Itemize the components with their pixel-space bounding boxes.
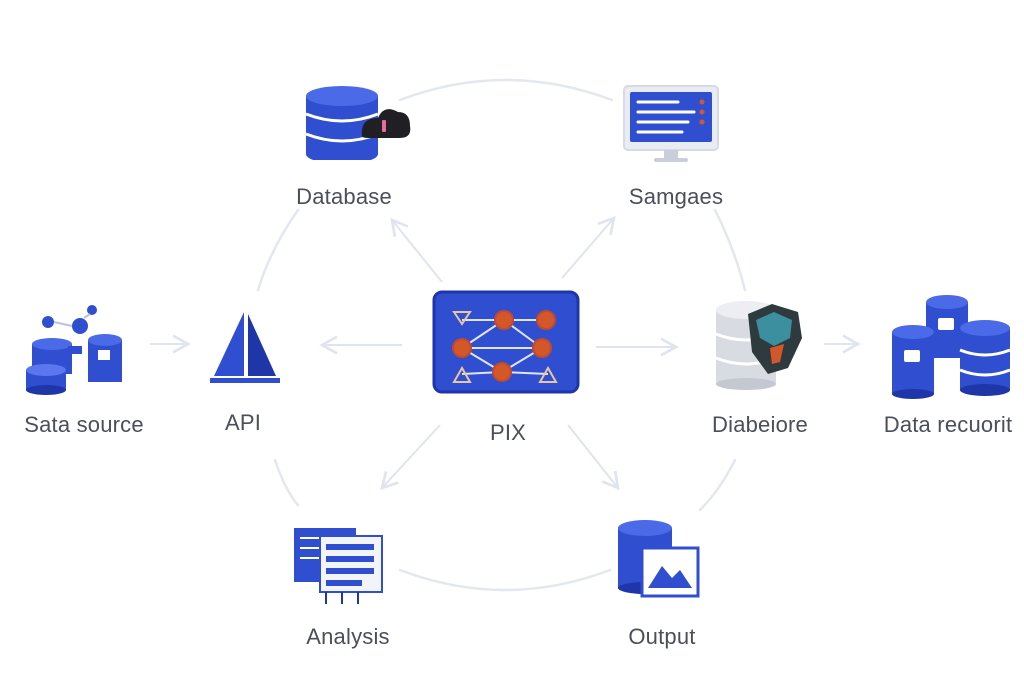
node-label: Analysis <box>306 624 390 649</box>
node-label: Database <box>296 184 392 209</box>
database-gray-icon <box>715 301 802 390</box>
arrow-pix-to-samples <box>561 215 616 279</box>
chart-output-icon <box>618 520 700 598</box>
sailboat-icon <box>210 312 280 383</box>
arc-left-analysis <box>273 458 300 507</box>
node-label: Sata source <box>24 412 144 437</box>
arc-database-samples <box>398 78 614 102</box>
data-source-icon <box>26 305 122 395</box>
database-cloud-icon <box>305 86 411 160</box>
arrow-pix-to-output <box>567 424 620 491</box>
arc-database-left <box>256 208 300 292</box>
node-label: Samgaes <box>628 184 724 209</box>
arc-right-output <box>698 458 737 512</box>
node-label: API <box>224 410 262 435</box>
arrow-pix-to-analysis <box>380 424 441 491</box>
node-label: Diabeiore <box>712 412 808 437</box>
node-label: PIX <box>489 420 527 445</box>
arrow-pix-to-database <box>390 217 443 283</box>
cylinders-icon <box>892 295 1011 399</box>
node-label: Output <box>628 624 696 649</box>
monitor-icon <box>623 85 719 162</box>
report-pages-icon <box>294 528 383 604</box>
network-graph-icon <box>432 290 580 394</box>
node-label: Data recuorit <box>883 412 1013 437</box>
arc-samples-right <box>713 208 747 292</box>
arc-analysis-output <box>398 568 612 592</box>
